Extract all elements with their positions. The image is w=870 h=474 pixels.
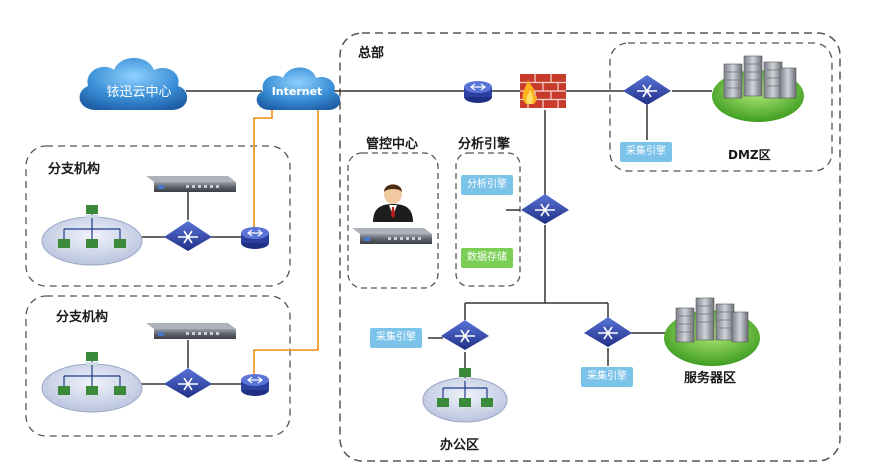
hq-frame xyxy=(339,32,841,462)
appliance-icon xyxy=(146,176,236,192)
user-icon xyxy=(373,184,413,222)
dmz-frame xyxy=(609,42,833,172)
analysis-engine-frame xyxy=(455,152,521,287)
collector-office-tag: 采集引擎 xyxy=(370,328,422,348)
switch-icon xyxy=(164,368,212,398)
internet-cloud-icon xyxy=(256,67,341,110)
analysis-engine-label: 分析引擎 xyxy=(458,137,511,152)
switch-icon xyxy=(521,194,569,224)
firewall-icon xyxy=(520,74,566,108)
branch1-label: 分支机构 xyxy=(48,162,101,177)
switch-icon xyxy=(441,320,489,350)
control-center-label: 管控中心 xyxy=(366,137,419,152)
switch-icon xyxy=(623,75,671,105)
branch1-frame xyxy=(25,145,291,287)
data-storage-tag: 数据存储 xyxy=(461,248,513,268)
server-zone-label: 服务器区 xyxy=(684,371,737,386)
analysis-engine-tag: 分析引擎 xyxy=(461,175,513,195)
workstation-group-icon xyxy=(41,352,143,413)
switch-icon xyxy=(584,317,632,347)
dmz-label: DMZ区 xyxy=(728,148,771,162)
branch2-label: 分支机构 xyxy=(56,310,109,325)
control-center-frame xyxy=(347,152,439,289)
workstation-group-icon xyxy=(422,368,508,423)
branch2-frame xyxy=(25,295,291,437)
cloud-center-label: 铱迅云中心 xyxy=(106,85,172,100)
collector-server-tag: 采集引擎 xyxy=(581,367,633,387)
server-cluster-icon xyxy=(712,55,804,122)
switch-icon xyxy=(164,221,212,251)
cloud-center-icon xyxy=(79,58,188,110)
internet-label: Internet xyxy=(271,85,323,98)
hq-label: 总部 xyxy=(358,46,385,61)
appliance-icon xyxy=(146,323,236,339)
server-cluster-icon xyxy=(664,297,760,366)
collector-dmz-tag: 采集引擎 xyxy=(620,142,672,162)
router-icon xyxy=(464,81,492,103)
router-icon xyxy=(241,374,269,396)
workstation-group-icon xyxy=(41,205,143,266)
appliance-icon xyxy=(352,228,432,244)
router-icon xyxy=(241,227,269,249)
office-zone-label: 办公区 xyxy=(440,438,480,453)
